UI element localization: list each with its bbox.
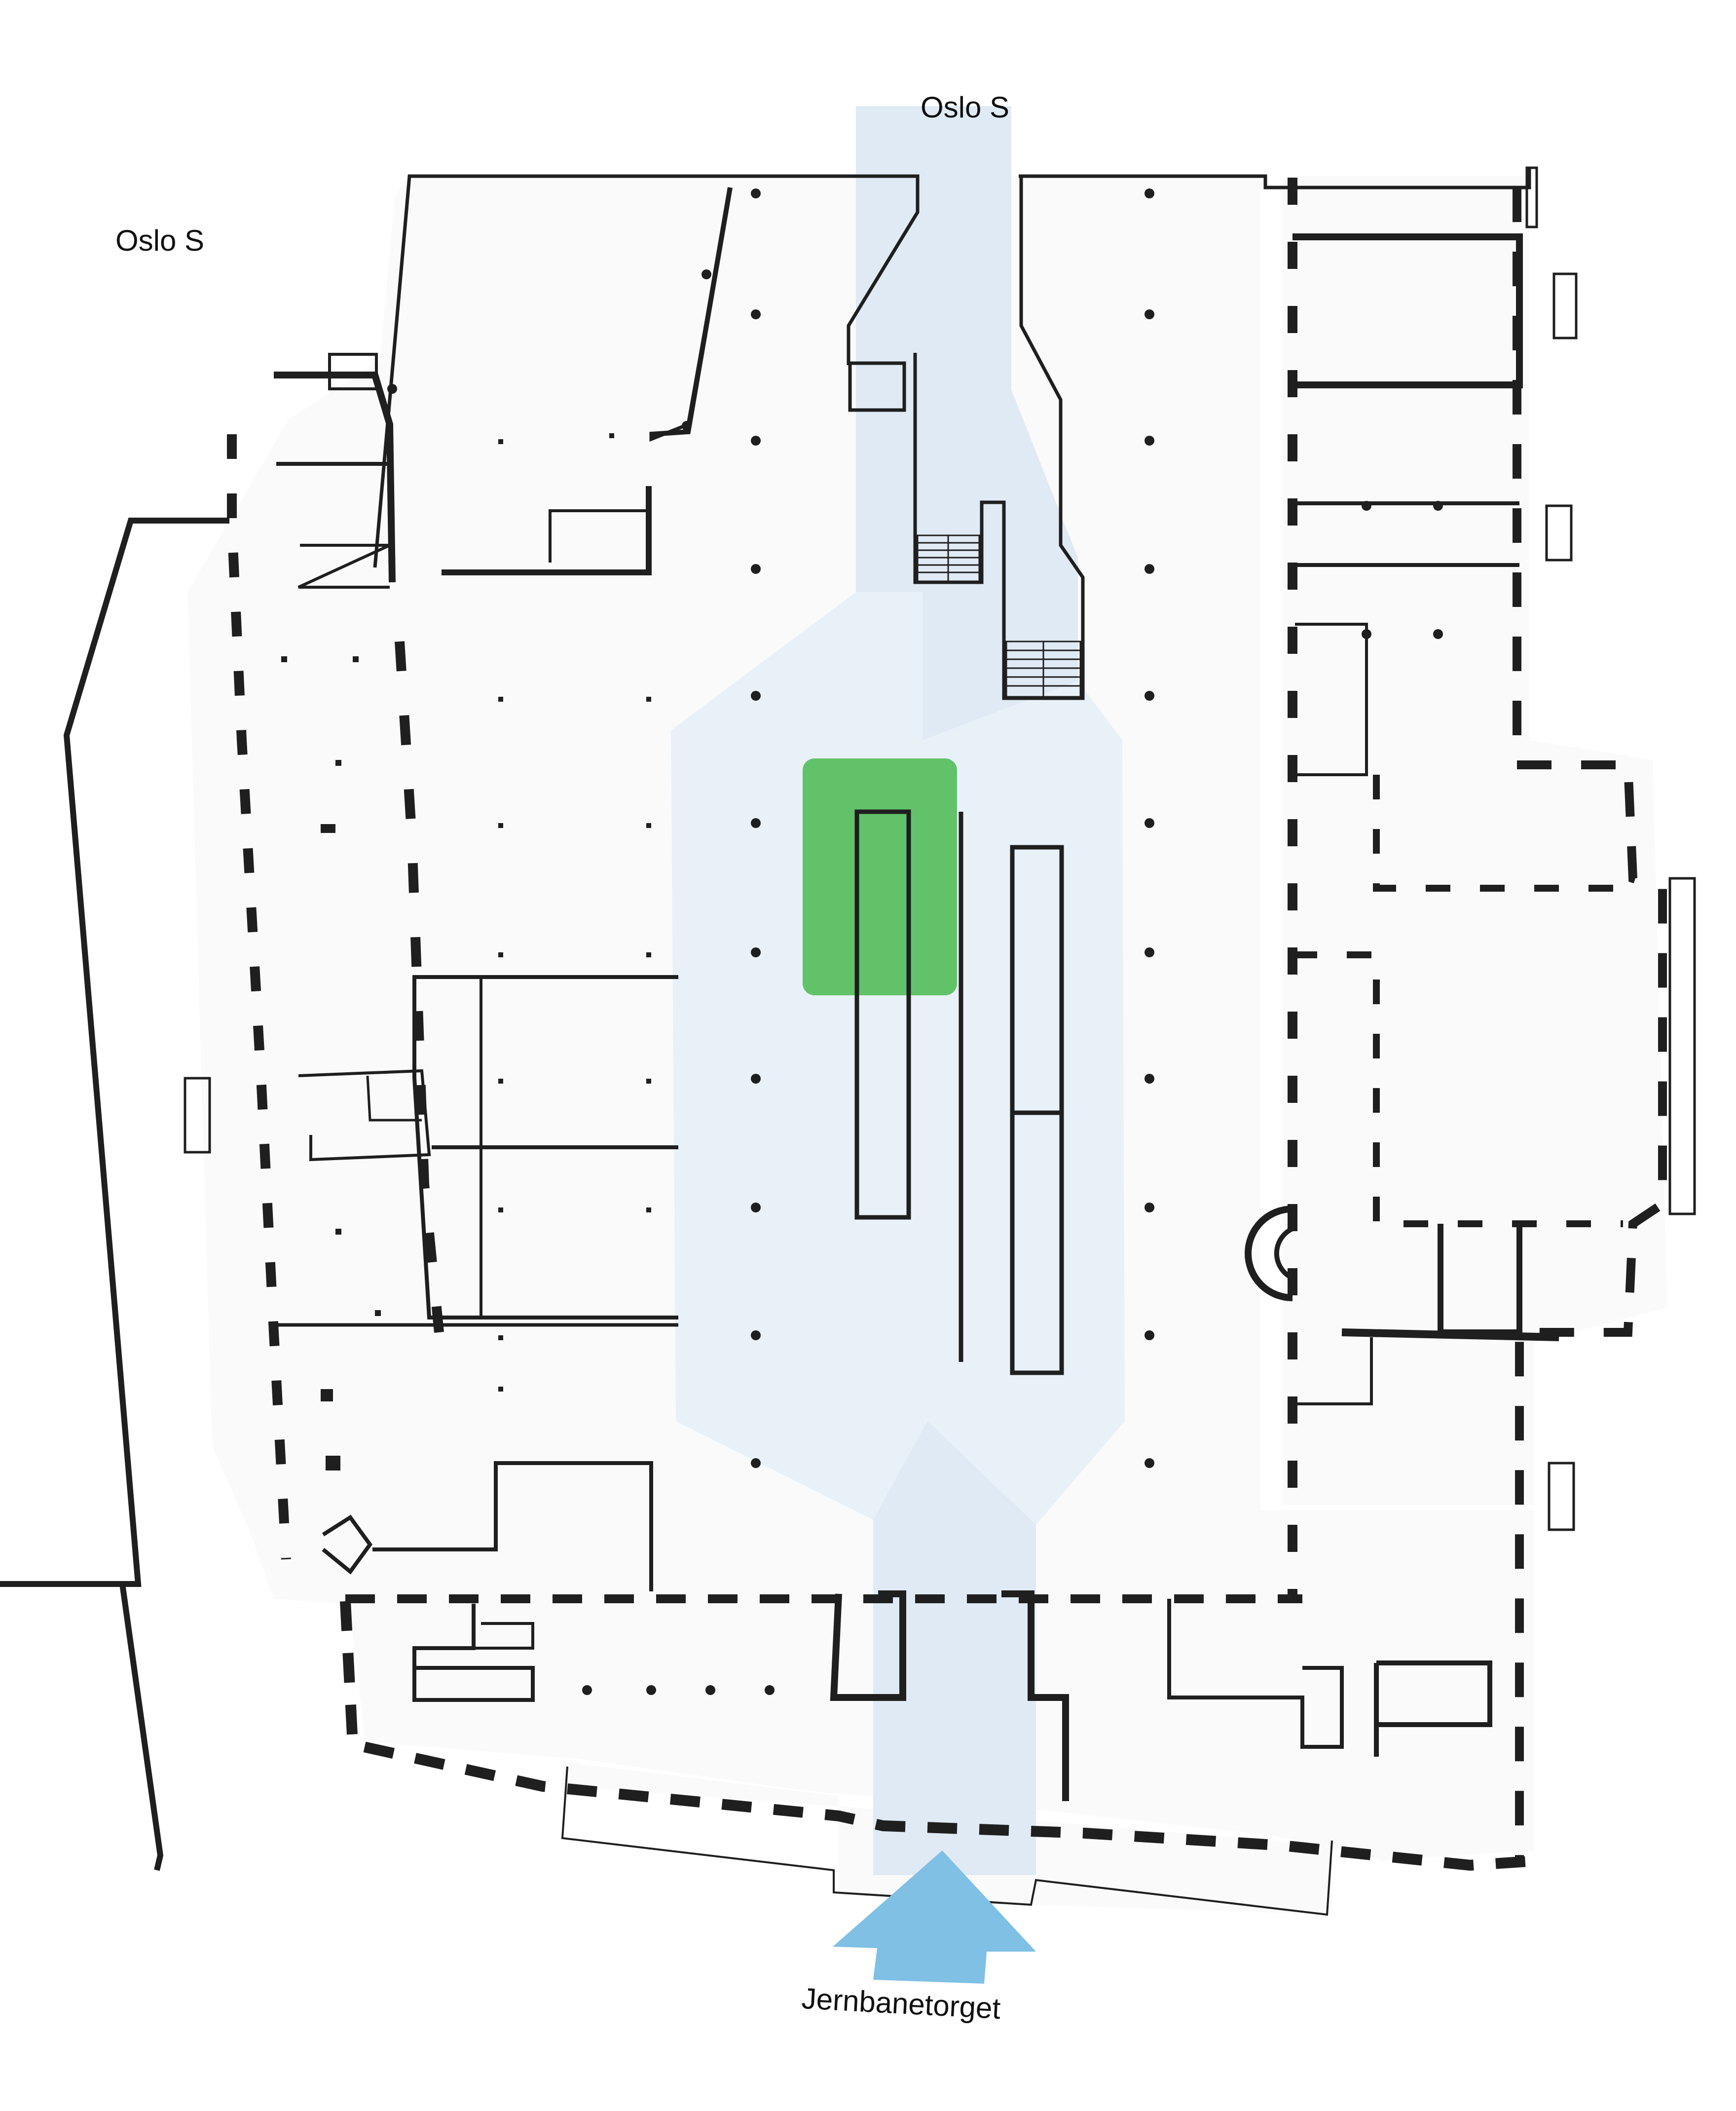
east-hall-inner [1373,775,1628,892]
route-south-corridor [873,1421,1036,1875]
column [1362,501,1371,511]
column [751,1074,761,1084]
southeast-rooms [1167,1599,1344,1749]
east-wing-mid-wall [1513,188,1667,1860]
column [582,1685,592,1695]
east-apse [1245,1206,1293,1301]
column [1145,436,1154,446]
east-hall-rooms [1438,1224,1522,1335]
column [1145,1074,1154,1084]
column [1145,188,1154,198]
column [751,691,761,701]
east-stairs-1 [1525,166,1538,228]
column [751,1330,761,1340]
column [765,1685,775,1695]
route-north-corridor [856,106,1078,740]
adjoining-building-outline [0,518,229,1587]
annex-wall-3 [297,544,391,589]
column [1145,309,1154,319]
east-facade-steps [1668,877,1696,1215]
east-wing-floor [1283,176,1667,1505]
east-stairs-3 [1545,504,1573,562]
east-stairs-2 [1552,272,1578,339]
column [1362,629,1371,639]
mid-room-outline [412,975,678,1319]
column [1433,501,1443,511]
column [751,1203,761,1212]
east-apse-inner [1274,1226,1294,1281]
kiosk-east-south[interactable] [1010,1110,1064,1375]
station-label-north: Oslo S [921,91,1010,124]
column [1145,691,1154,701]
west-inner-wall [395,641,444,1333]
adjoining-building-outline-south [119,1583,164,1871]
mid-west-small-rooms-2 [366,1075,422,1122]
column [1145,564,1154,574]
column [646,1685,656,1695]
column [751,188,761,198]
column [705,1685,715,1695]
west-stairs [184,1077,211,1154]
column [751,309,761,319]
vestibule-west [830,1590,906,1701]
east-room-small [1295,1337,1373,1405]
column [702,269,711,279]
kiosk-west[interactable] [854,809,911,1220]
north-small-room [848,361,906,412]
east-stairs-4 [1548,1462,1575,1531]
lower-west-room [372,1461,653,1591]
column [1145,947,1154,957]
east-hall-inner-2 [1293,951,1623,1227]
column [387,384,397,394]
column [751,1458,761,1468]
west-outer-wall [227,434,291,1560]
arrow-up-icon [833,1850,1036,1984]
column [751,436,761,446]
annex-wall-1 [274,372,396,583]
destination-marker[interactable] [803,758,957,995]
east-room-wall-4 [1293,623,1368,776]
column [682,421,692,431]
mid-west-small-rooms [298,1069,431,1162]
lower-west-entrance [322,1514,372,1575]
southwest-rooms-2 [474,1622,534,1650]
vestibule-east [1001,1590,1069,1801]
office-wall-north [651,187,733,437]
column [1145,818,1154,828]
north-boundary-wall [373,174,920,568]
north-boundary-east [1019,168,1531,189]
south-facade-wall [340,1601,1545,1871]
column [1145,1458,1154,1468]
column [751,947,761,957]
office-wall-west [442,486,652,575]
column [751,818,761,828]
column [1433,629,1443,639]
column [1145,1330,1154,1340]
annex-small-room [328,353,378,390]
station-label-west: Oslo S [115,224,205,257]
columns [281,188,1443,1695]
escalators [917,534,1081,698]
east-room-walls [1293,233,1523,388]
column [1145,1203,1154,1212]
column [751,564,761,574]
office-wall-inner [549,509,649,563]
